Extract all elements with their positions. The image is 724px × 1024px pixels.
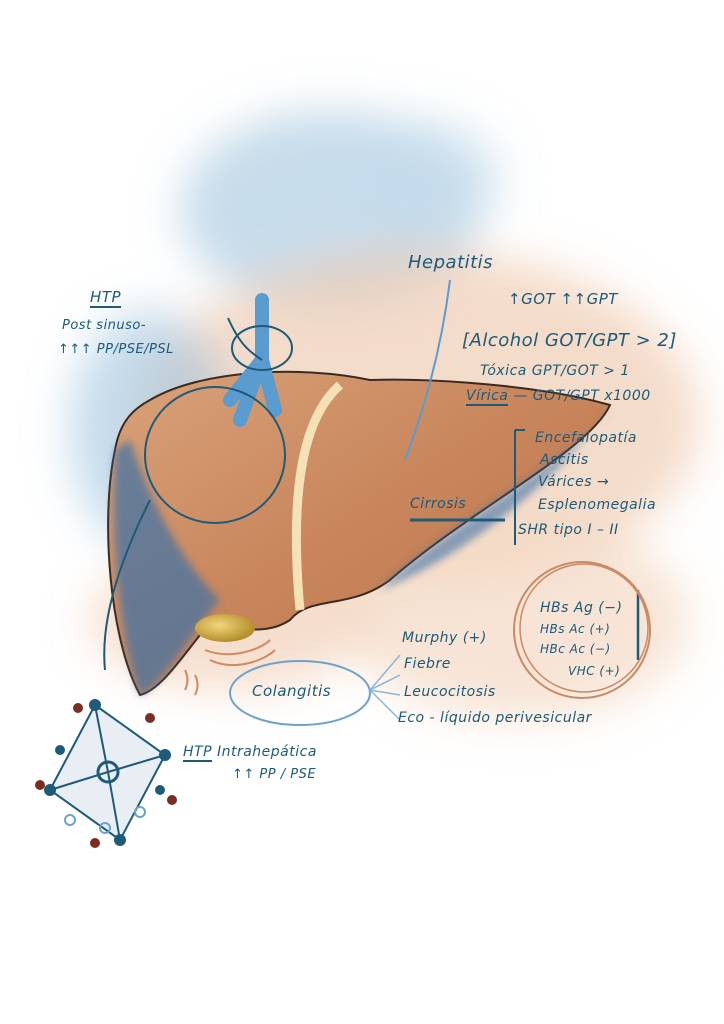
colangitis-title: Colangitis xyxy=(252,682,332,700)
serology-item: HBs Ac (+) xyxy=(540,622,611,636)
serology-item: HBc Ac (−) xyxy=(540,642,611,656)
hepatitis-line4: — GOT/GPT x1000 xyxy=(513,388,651,404)
hepatitis-line3: Tóxica GPT/GOT > 1 xyxy=(480,363,630,379)
cirrosis-item: Esplenomegalia xyxy=(538,497,657,513)
cirrosis-item: Encefalopatía xyxy=(535,430,637,446)
htp-post-title: HTP xyxy=(90,288,121,308)
serology-circle xyxy=(513,561,651,699)
colangitis-circle xyxy=(229,660,371,726)
cirrosis-item: Várices → xyxy=(538,474,610,490)
hepatitis-title: Hepatitis xyxy=(408,252,494,273)
cirrosis-title: Cirrosis xyxy=(410,496,467,512)
hepatic-lobule-sketch xyxy=(35,699,177,848)
htp-post-line1: Post sinuso- xyxy=(62,318,147,333)
htp-intra-title: HTP xyxy=(183,744,213,762)
cirrosis-item: Ascitis xyxy=(540,452,589,468)
htp-intra-line2: ↑↑ PP / PSE xyxy=(232,767,317,782)
colangitis-item: Leucocitosis xyxy=(404,684,496,700)
cirrosis-item: SHR tipo I – II xyxy=(518,522,619,538)
serology-item: VHC (+) xyxy=(568,664,621,678)
htp-intra-title-rest: Intrahepática xyxy=(216,744,317,760)
colangitis-item: Fiebre xyxy=(404,656,451,672)
hepatitis-line1: ↑GOT ↑↑GPT xyxy=(508,290,618,308)
colangitis-item: Murphy (+) xyxy=(402,630,487,646)
htp-post-line2: ↑↑↑ PP/PSE/PSL xyxy=(58,342,174,357)
liver xyxy=(107,293,612,697)
colangitis-item: Eco - líquido perivesicular xyxy=(398,710,592,726)
serology-item: HBs Ag (−) xyxy=(540,600,623,616)
gallbladder xyxy=(195,614,255,642)
hepatitis-virica-label: Vírica xyxy=(466,388,509,406)
hepatitis-line2: [Alcohol GOT/GPT > 2] xyxy=(462,330,677,351)
